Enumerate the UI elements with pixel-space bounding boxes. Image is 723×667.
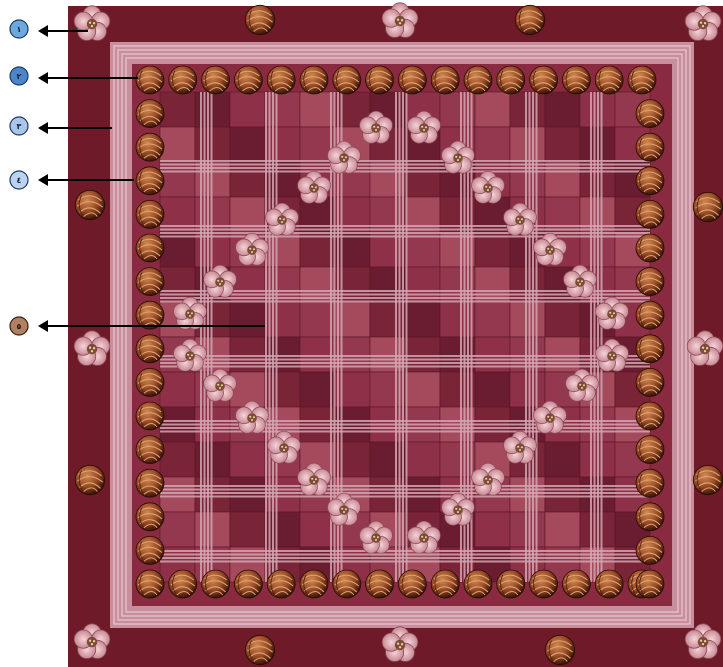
yarn-ball-icon [515,5,544,34]
yarn-ball-icon [202,66,230,94]
yarn-ball-icon [136,436,164,464]
yarn-ball-icon [636,368,664,396]
yarn-ball-icon [234,570,262,598]
yarn-ball-icon [636,503,664,531]
yarn-ball-icon [300,570,328,598]
yarn-ball-icon [530,570,558,598]
yarn-ball-icon [169,66,197,94]
yarn-ball-icon [636,133,664,161]
yarn-ball-icon [464,570,492,598]
yarn-ball-icon [636,436,664,464]
yarn-ball-icon [636,469,664,497]
yarn-ball-icon [169,570,197,598]
yarn-ball-icon [136,66,164,94]
yarn-ball-icon [431,66,459,94]
yarn-ball-icon [636,402,664,430]
yarn-ball-icon [693,192,722,221]
yarn-ball-icon [366,66,394,94]
yarn-ball-icon [636,200,664,228]
yarn-ball-icon [497,66,525,94]
yarn-ball-icon [136,536,164,564]
yarn-ball-icon [75,465,104,494]
yarn-ball-icon [431,570,459,598]
yarn-ball-icon [136,570,164,598]
yarn-ball-icon [75,190,104,219]
yarn-ball-icon [595,66,623,94]
yarn-ball-icon [136,200,164,228]
yarn-ball-icon [693,465,722,494]
yarn-ball-icon [136,268,164,296]
marker-label: ٥ [17,322,22,331]
yarn-ball-icon [202,570,230,598]
yarn-ball-icon [636,167,664,195]
yarn-ball-icon [267,66,295,94]
yarn-ball-icon [562,66,590,94]
yarn-ball-icon [464,66,492,94]
yarn-ball-icon [136,335,164,363]
patchwork-field [160,92,650,582]
yarn-ball-icon [636,268,664,296]
yarn-ball-icon [136,234,164,262]
yarn-ball-icon [136,469,164,497]
yarn-ball-icon [333,570,361,598]
yarn-ball-icon [628,66,656,94]
yarn-ball-icon [136,402,164,430]
yarn-ball-icon [636,301,664,329]
yarn-ball-icon [245,5,274,34]
yarn-ball-icon [595,570,623,598]
marker-label: ١ [17,25,22,34]
marker-label: ٣ [17,122,22,131]
marker-3: ٣ [10,117,28,135]
yarn-ball-icon [136,503,164,531]
marker-5: ٥ [10,317,28,335]
yarn-ball-icon [136,133,164,161]
yarn-ball-icon [300,66,328,94]
yarn-ball-icon [136,167,164,195]
yarn-ball-icon [497,570,525,598]
yarn-ball-icon [636,570,664,598]
marker-4: ٤ [10,171,28,189]
marker-1: ١ [10,20,28,38]
yarn-ball-icon [562,570,590,598]
marker-label: ٢ [17,72,22,81]
number-markers: ١ ٢ ٣ ٤ ٥ [10,20,28,335]
yarn-ball-icon [636,536,664,564]
yarn-ball-icon [366,570,394,598]
yarn-ball-icon [136,100,164,128]
yarn-ball-icon [545,635,574,664]
yarn-ball-icon [530,66,558,94]
yarn-ball-icon [234,66,262,94]
yarn-ball-icon [136,368,164,396]
yarn-ball-icon [267,570,295,598]
yarn-ball-icon [636,100,664,128]
yarn-ball-icon [636,335,664,363]
yarn-ball-icon [398,570,426,598]
yarn-ball-icon [398,66,426,94]
yarn-ball-icon [636,234,664,262]
marker-label: ٤ [17,176,22,185]
yarn-ball-icon [333,66,361,94]
yarn-ball-icon [245,635,274,664]
marker-2: ٢ [10,67,28,85]
